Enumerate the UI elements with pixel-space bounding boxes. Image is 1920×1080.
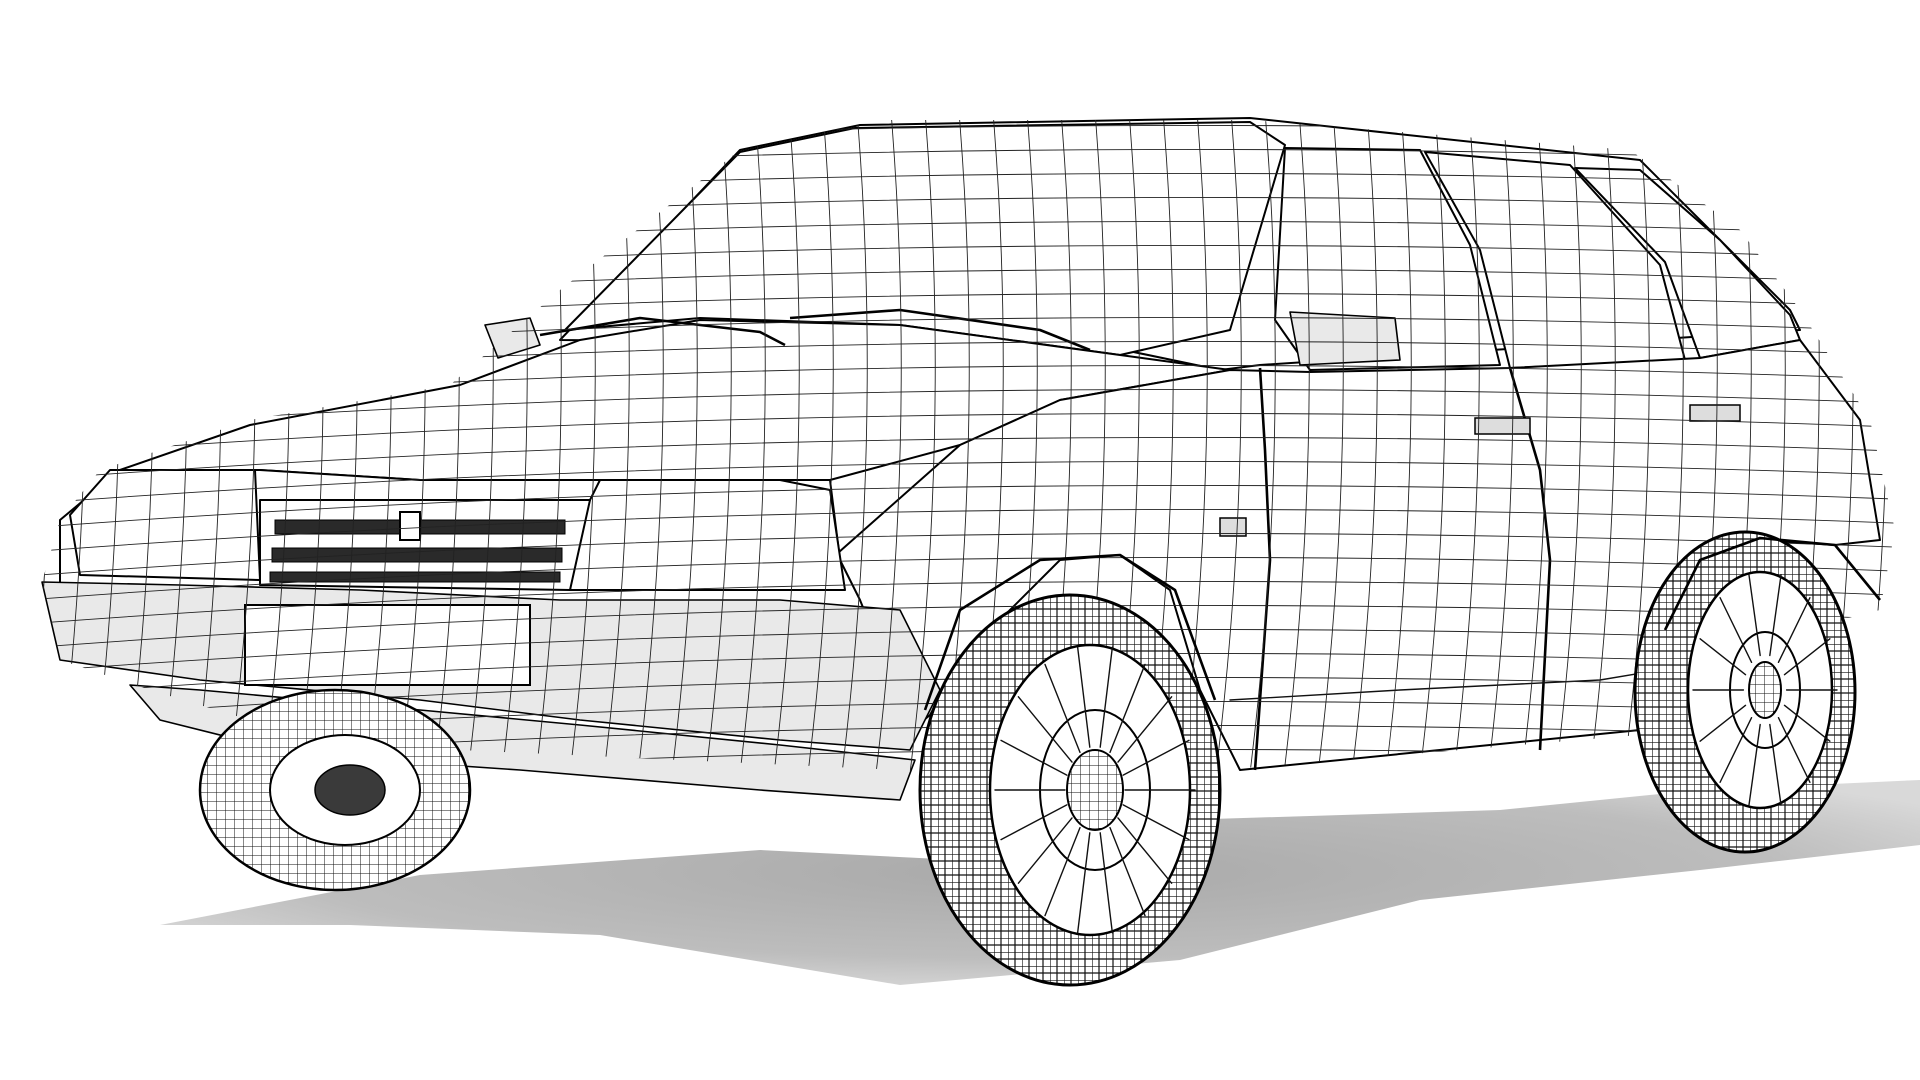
wheel-spoke-line [1122,804,1190,841]
mesh-line-vertical [1311,120,1344,780]
wheel-spoke-line [1748,574,1761,657]
wheel-spoke-line [1122,739,1190,776]
grille-emblem [399,511,421,541]
mesh-line-vertical [665,120,698,780]
front-door-edge [1253,367,1272,771]
right-mirror [1289,311,1401,366]
wheel-spoke-line [1000,804,1068,841]
wheel-spoke-line [1769,723,1782,806]
mesh-line-horizontal [42,581,1895,627]
wheel-spoke-line [1109,826,1146,917]
side-molding-line [1229,669,1661,701]
front-door-handle [1474,417,1531,435]
wheel-spoke-line [1076,832,1091,934]
wheel-spoke-line [1719,597,1753,664]
mesh-line-vertical [835,120,868,780]
wheel-spoke-line [1044,826,1081,917]
wheel-spoke-line [1099,832,1114,934]
mesh-line-horizontal [42,629,1895,675]
wheel-spoke-line [1748,723,1761,806]
mesh-line-vertical [1345,120,1378,780]
mesh-line-vertical [1379,120,1412,780]
mesh-line-vertical [733,120,766,780]
wiper-right [789,308,1091,352]
mesh-line-horizontal [42,557,1895,603]
wheel-spoke-line [1117,696,1173,763]
rear-door-handle [1689,404,1741,422]
wheel-spoke-line [1783,638,1831,676]
wheel-spoke-line [1076,646,1091,748]
mesh-line-vertical [903,120,936,780]
mesh-line-vertical [801,120,834,780]
mesh-line-vertical [1209,120,1242,780]
wheel-spoke-line [1044,663,1081,754]
mesh-line-horizontal [42,509,1895,555]
wheel-spoke-line [1017,817,1073,884]
wheel-spoke-line [1017,696,1073,763]
mesh-line-horizontal [42,437,1895,483]
wheel-spoke-line [1783,704,1831,742]
front-wheel-arch [923,553,1217,711]
wheel-spoke-line [1000,739,1068,776]
windshield [564,121,1286,356]
right-headlight [569,479,846,591]
mesh-line-vertical [87,120,120,780]
wheel-spoke-line [1699,638,1747,676]
left-mirror [484,317,541,359]
mesh-line-vertical [1277,120,1310,780]
front-right-wheel [918,593,1222,987]
mesh-line-horizontal [42,485,1895,531]
wheel-spoke-line [1117,817,1173,884]
mesh-line-vertical [699,120,732,780]
wheel-spoke-line [1699,704,1747,742]
rear-wheel-arch [1663,536,1882,631]
rear-right-wheel [1633,530,1857,854]
wheel-spoke-line [1777,597,1811,664]
mesh-line-vertical [53,120,86,780]
mesh-line-vertical [42,120,52,780]
left-headlight [69,469,261,581]
mesh-line-horizontal [42,605,1895,651]
mesh-line-horizontal [42,653,1895,699]
mesh-line-vertical [1549,120,1582,780]
mesh-line-vertical [1243,120,1276,780]
wheel-spoke-line [1099,646,1114,748]
mesh-line-vertical [869,120,902,780]
mesh-line-vertical [1447,120,1480,780]
wheel-spoke-line [1109,663,1146,754]
mesh-line-vertical [1515,120,1548,780]
mesh-line-horizontal [42,533,1895,579]
mesh-line-vertical [767,120,800,780]
wheel-spoke-line [1719,716,1753,783]
mesh-line-horizontal [42,413,1895,459]
side-marker-lamp [1219,517,1247,537]
wheel-spoke-line [1777,716,1811,783]
front-left-wheel [198,688,472,892]
mesh-line-vertical [1617,120,1650,780]
mesh-line-vertical [1481,120,1514,780]
mesh-line-vertical [1583,120,1616,780]
wheel-spoke-line [1769,574,1782,657]
mesh-line-vertical [1413,120,1446,780]
